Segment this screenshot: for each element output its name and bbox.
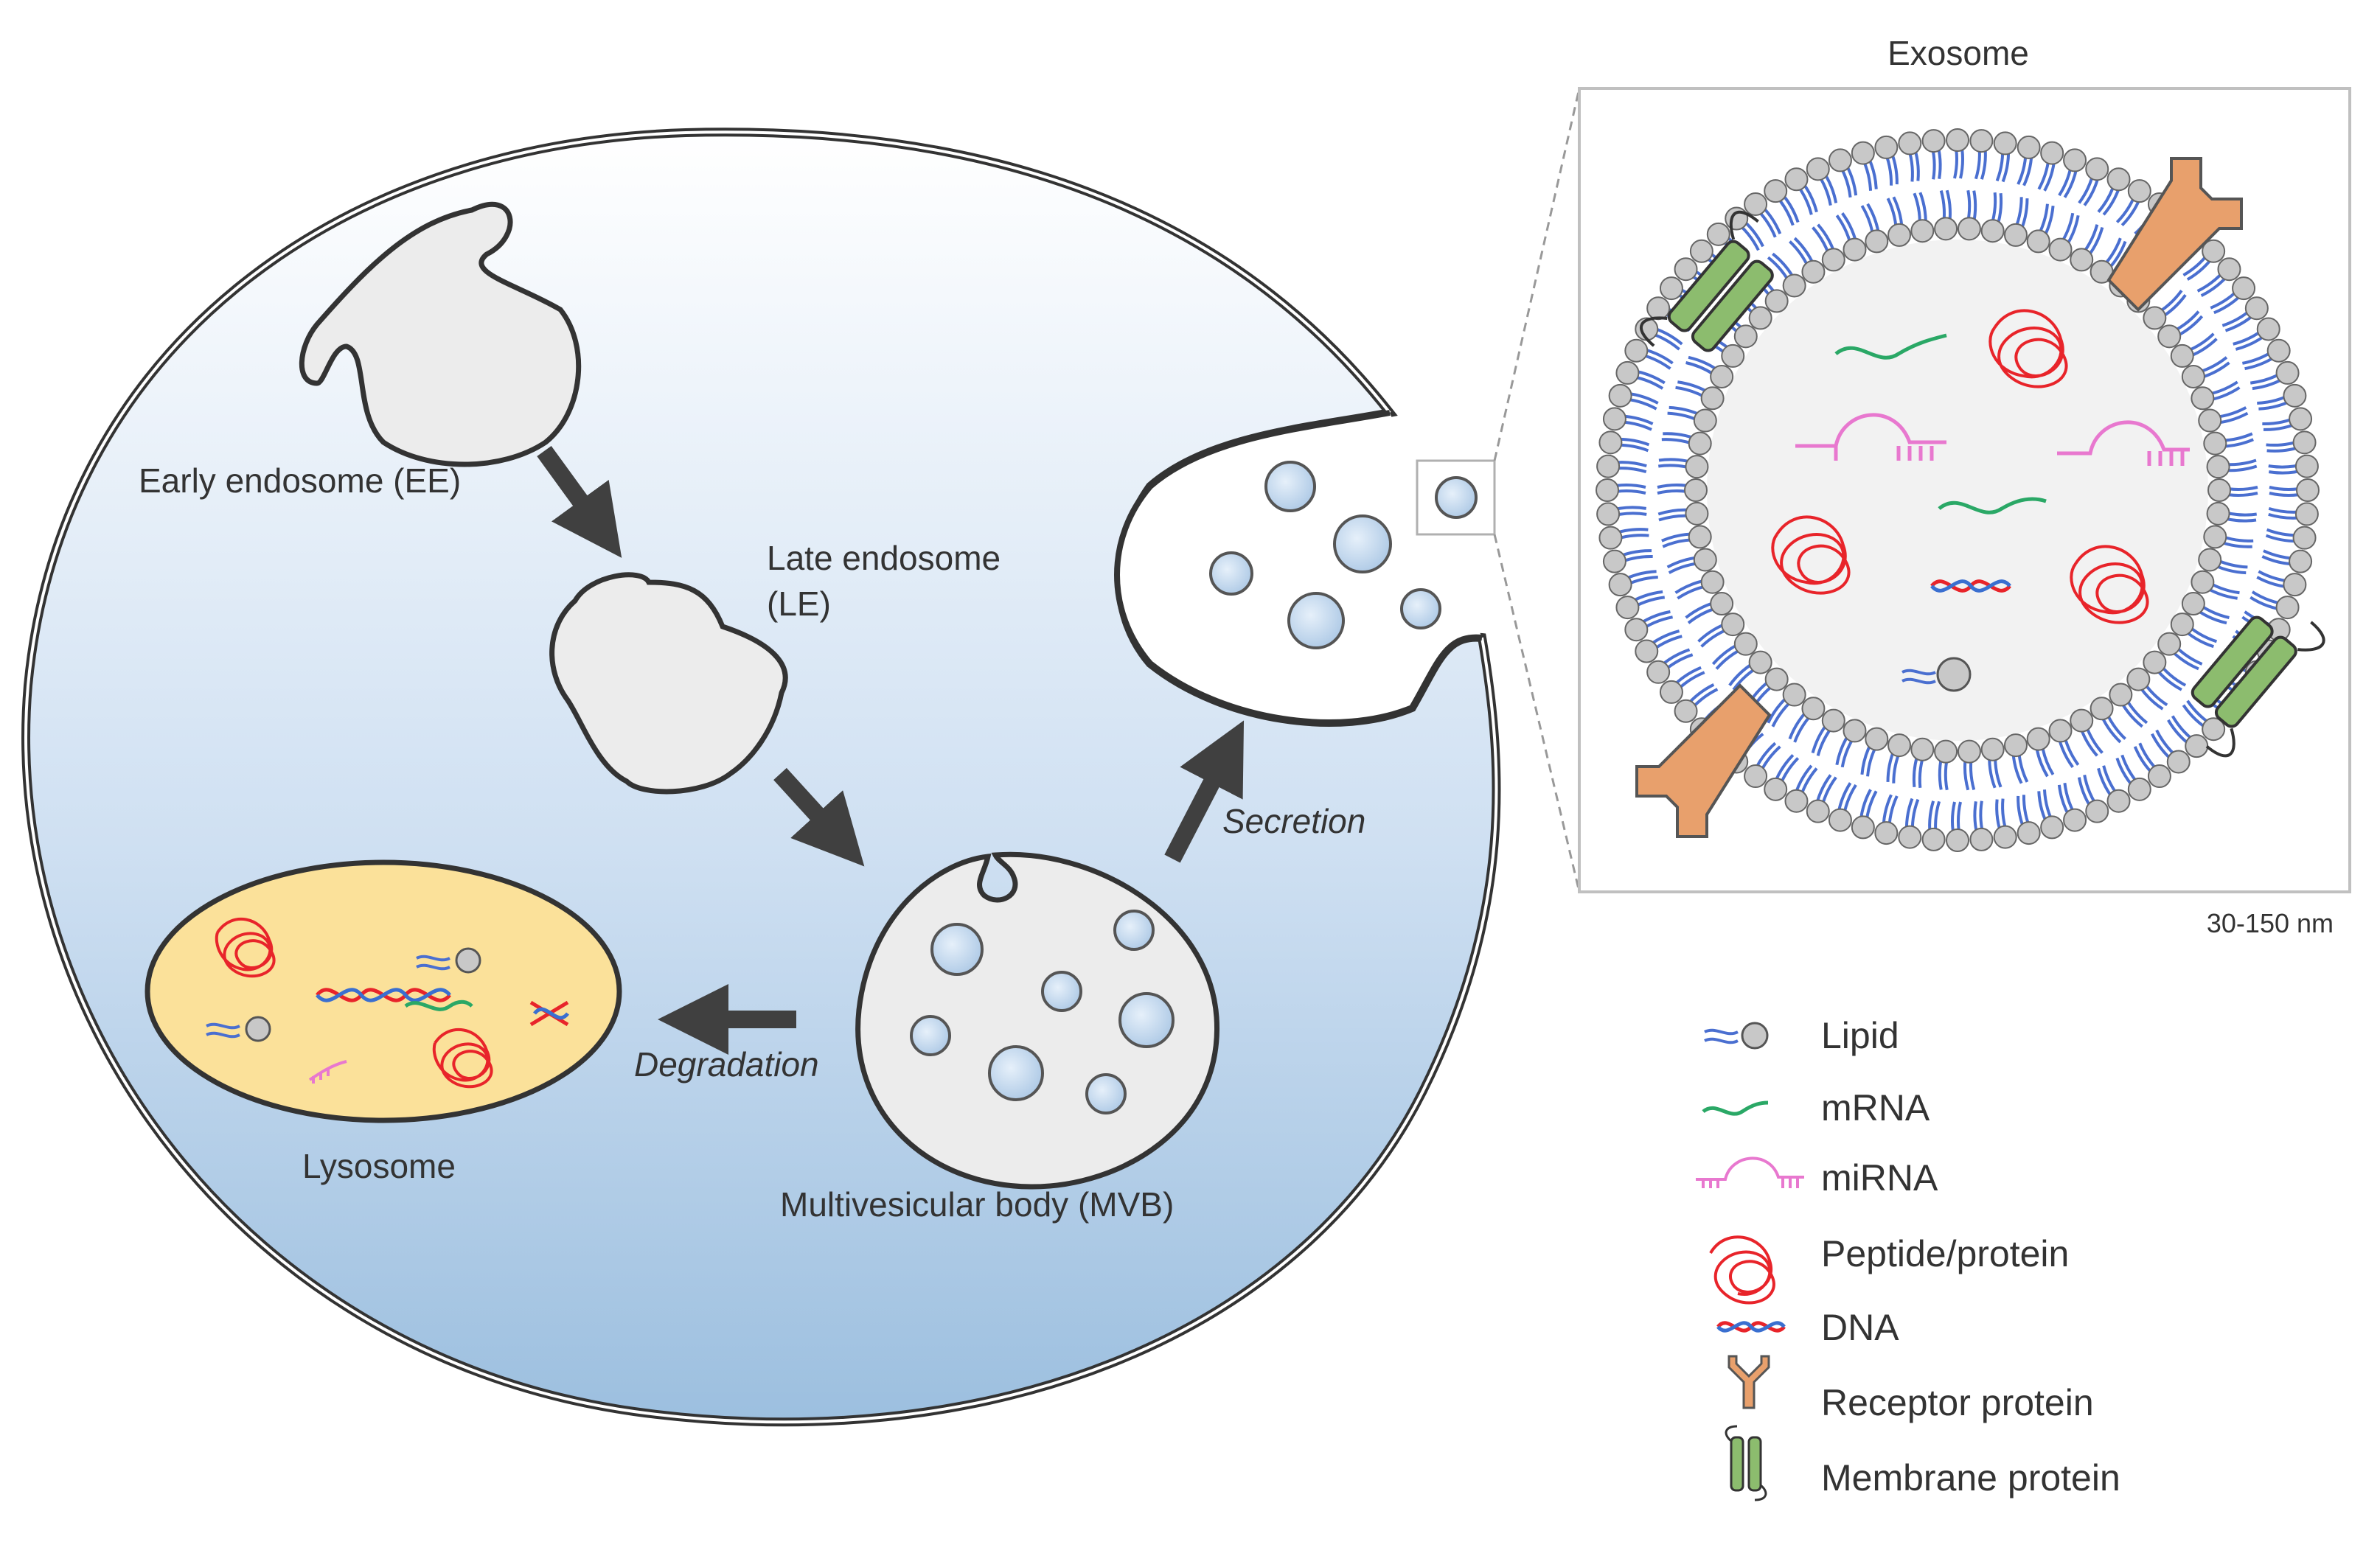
- early-endosome-label: Early endosome (EE): [139, 461, 461, 500]
- arrow-le-to-mvb: [773, 767, 865, 867]
- exosome-receptor-proteins: [1635, 157, 2243, 838]
- protein-icon: [1709, 1235, 1775, 1305]
- legend-label-dna: DNA: [1821, 1307, 1899, 1348]
- early-endosome: [299, 201, 582, 467]
- membrane-protein-icon: [1725, 1425, 1767, 1501]
- secreted-vesicles: [1209, 461, 1441, 649]
- mirna-icon: [1696, 1156, 1804, 1188]
- legend-label-mrna: mRNA: [1821, 1087, 1930, 1128]
- pathway-arrows: [537, 445, 1245, 1055]
- exosome-cargo: [1771, 309, 2190, 692]
- exosome-title: Exosome: [1887, 34, 2029, 72]
- scale-label: 30-150 nm: [2207, 908, 2334, 938]
- mrna-icon: [1702, 1100, 1769, 1116]
- legend-label-receptor: Receptor protein: [1821, 1382, 2094, 1423]
- secretion-pocket: [1114, 410, 1483, 725]
- late-endosome: [549, 572, 788, 795]
- mvb-label: Multivesicular body (MVB): [780, 1185, 1174, 1224]
- degradation-label: Degradation: [634, 1045, 819, 1084]
- lysosome-label: Lysosome: [302, 1147, 456, 1185]
- legend-label-mirna: miRNA: [1821, 1157, 1938, 1199]
- legend: Lipid mRNA miRNA Peptide/protein DNA Rec…: [1696, 1015, 2120, 1501]
- late-endosome-label-1: Late endosome: [767, 539, 1001, 577]
- legend-label-lipid: Lipid: [1821, 1015, 1899, 1056]
- lysosome: [145, 859, 622, 1123]
- exosome-membrane-proteins: [1639, 210, 2325, 758]
- zoom-box: [1416, 459, 1496, 536]
- dna-icon: [1716, 1321, 1786, 1333]
- legend-label-membrane-protein: Membrane protein: [1821, 1457, 2120, 1499]
- receptor-icon: [1727, 1355, 1770, 1409]
- legend-label-protein: Peptide/protein: [1821, 1233, 2069, 1274]
- cell: [21, 128, 1501, 1427]
- late-endosome-label-2: (LE): [767, 585, 831, 623]
- arrow-mvb-to-secretion: [1164, 720, 1245, 863]
- mvb-vesicles: [910, 910, 1175, 1114]
- lipid-icon: [1704, 1022, 1769, 1050]
- arrow-ee-to-le: [537, 445, 622, 558]
- secretion-label: Secretion: [1222, 802, 1365, 840]
